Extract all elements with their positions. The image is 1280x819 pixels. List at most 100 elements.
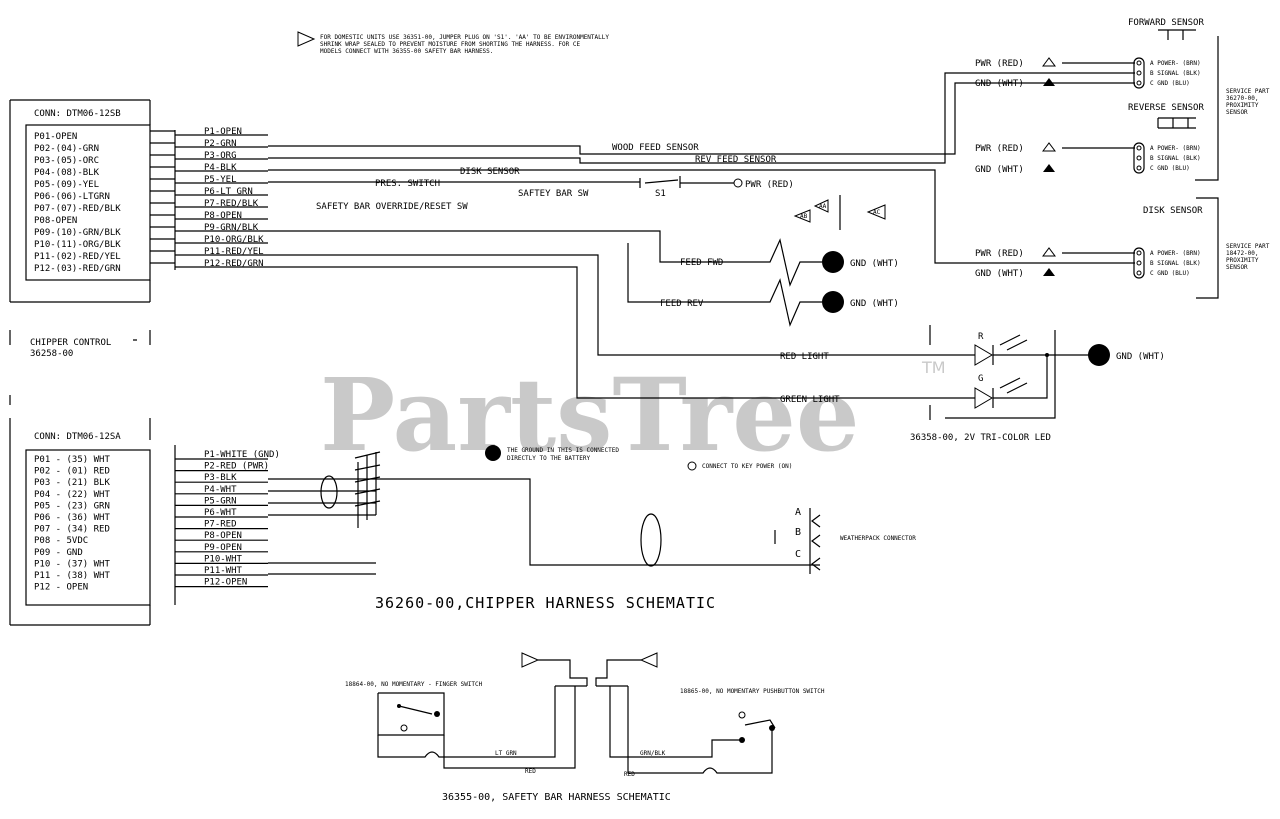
reverse-gnd-label: GND (WHT) — [975, 165, 1024, 175]
pin-b-label: B — [795, 527, 801, 538]
ground-note-2: DIRECTLY TO THE BATTERY — [507, 455, 590, 462]
rev-feed-sensor-label: REV FEED SENSOR — [695, 155, 777, 165]
connector-2-pin: P09 - GND — [34, 548, 83, 558]
connector-1-wire-label: P2-GRN — [204, 139, 237, 149]
connector-2-wire-label: P2-RED (PWR) — [204, 462, 269, 472]
disk-sensor-wire-label: DISK SENSOR — [460, 167, 520, 177]
service-part-top: SERVICE PART 36270-00, PROXIMITY SENSOR — [1226, 88, 1270, 116]
note-line-2: SHRINK WRAP SEALED TO PREVENT MOISTURE F… — [320, 41, 580, 48]
chipper-controller: CHIPPER CONTROL 36258-00 — [9, 330, 151, 405]
power-terminal-icon — [733, 178, 743, 188]
safety-harness-title: 36355-00, SAFETY BAR HARNESS SCHEMATIC — [442, 792, 671, 803]
right-switch-label: 18865-00, NO MOMENTARY PUSHBUTTON SWITCH — [680, 688, 825, 695]
connector-1-pin: P06-(06)-LTGRN — [34, 192, 110, 202]
connector-1-pin: P05-(09)-YEL — [34, 180, 99, 190]
connector-1-wire-label: P6-LT GRN — [204, 187, 253, 197]
reverse-sensor: REVERSE SENSOR PWR (RED) GND (WHT) A POW… — [975, 103, 1204, 175]
gnd-fwd-label: GND (WHT) — [850, 259, 899, 269]
connector-2-wire-label: P1-WHITE (GND) — [204, 450, 280, 460]
connector-2-wire-label: P3-BLK — [204, 473, 237, 483]
connector-1-pin: P01-OPEN — [34, 132, 77, 142]
forward-pin-c: C GND (BLU) — [1150, 80, 1190, 87]
jumper-ab: AB — [800, 213, 808, 220]
switch-s1 — [639, 176, 735, 188]
wire-wood-feed-sensor — [268, 82, 1135, 155]
left-switch-label: 18864-00, NO MOMENTARY - FINGER SWITCH — [345, 681, 483, 688]
pwr-red-label: PWR (RED) — [745, 180, 794, 190]
connector-1-pin: P10-(11)-ORG/BLK — [34, 240, 121, 250]
reverse-sensor-title: REVERSE SENSOR — [1128, 103, 1204, 113]
gnd-rev-label: GND (WHT) — [850, 299, 899, 309]
feed-fwd-label: FEED FWD — [680, 258, 723, 268]
connector-1-title: CONN: DTM06-12SB — [34, 109, 121, 119]
connector-2-pin: P11 - (38) WHT — [34, 571, 110, 581]
wire-p3-to-connector — [268, 478, 820, 566]
connector-2-wire-label: P4-WHT — [204, 485, 237, 495]
disk-pwr-label: PWR (RED) — [975, 249, 1024, 259]
reverse-pwr-label: PWR (RED) — [975, 144, 1024, 154]
forward-pin-b: B SIGNAL (BLK) — [1150, 70, 1201, 77]
connector-1-wire-label: P5-YEL — [204, 175, 237, 185]
forward-sensor-title: FORWARD SENSOR — [1128, 18, 1204, 28]
connector-2-wire-label: P7-RED — [204, 520, 237, 530]
connector-1-pin: P09-(10)-GRN/BLK — [34, 228, 121, 238]
connector-1-wire-label: P3-ORG — [204, 151, 237, 161]
connector-1-wire-label: P9-GRN/BLK — [204, 223, 259, 233]
connector-2-wire-label: P6-WHT — [204, 508, 237, 518]
watermark-trademark: TM — [921, 358, 946, 377]
forward-pin-a: A POWER- (BRN) — [1150, 60, 1201, 67]
connector-2-pin: P02 - (01) RED — [34, 467, 110, 477]
connector-dtm06-12sb: CONN: DTM06-12SB P01-OPENP02-(04)-GRNP03… — [9, 99, 268, 303]
wire-red-left-label: RED — [525, 768, 536, 775]
wire-red-light — [268, 254, 975, 356]
power-note: CONNECT TO KEY POWER (ON) — [702, 463, 792, 470]
lower-harness: THE GROUND IN THIS IS CONNECTED DIRECTLY… — [268, 445, 820, 575]
connector-2-pin: P05 - (23) GRN — [34, 501, 110, 511]
tri-color-led: R G GND (WHT) 36358-00, 2V TRI-COLOR LED — [910, 325, 1165, 443]
connector-2-pin: P03 - (21) BLK — [34, 478, 110, 488]
connector-1-pin: P07-(07)-RED/BLK — [34, 204, 121, 214]
led-part-label: 36358-00, 2V TRI-COLOR LED — [910, 433, 1051, 443]
service-part-disk: SERVICE PART 18472-00, PROXIMITY SENSOR — [1226, 243, 1270, 271]
wood-feed-sensor-label: WOOD FEED SENSOR — [612, 143, 699, 153]
solenoid-rev — [735, 278, 822, 327]
service-part-disk-2: 18472-00, — [1226, 250, 1259, 257]
connector-2-pin: P06 - (36) WHT — [34, 513, 110, 523]
weatherpack-connector: A B C WEATHERPACK CONNECTOR — [774, 507, 916, 574]
connector-2-pin: P04 - (22) WHT — [34, 490, 110, 500]
connector-1-wire-label: P12-RED/GRN — [204, 259, 264, 269]
s1-label: S1 — [655, 189, 666, 199]
connector-1-wire-label: P4-BLK — [204, 163, 237, 173]
ground-note-1: THE GROUND IN THIS IS CONNECTED — [507, 447, 619, 454]
connector-1-pin: P04-(08)-BLK — [34, 168, 100, 178]
disk-pin-b: B SIGNAL (BLK) — [1150, 260, 1201, 267]
wire-feed-rev — [627, 243, 735, 303]
connector-1-pin: P08-OPEN — [34, 216, 77, 226]
jumper-aa: AA — [819, 203, 827, 210]
service-part-top-3: PROXIMITY — [1226, 102, 1259, 109]
key-power-icon — [687, 461, 697, 471]
note-line-3: MODELS CONNECT WITH 36355-00 SAFETY BAR … — [320, 48, 493, 55]
note-arrow-icon — [297, 31, 316, 47]
connector-2-wire-label: P5-GRN — [204, 496, 237, 506]
reverse-pin-a: A POWER- (BRN) — [1150, 145, 1201, 152]
service-part-disk-3: PROXIMITY — [1226, 257, 1259, 264]
top-note: FOR DOMESTIC UNITS USE 36351-00, JUMPER … — [297, 31, 609, 55]
saftey-bar-sw-label: SAFTEY BAR SW — [518, 189, 589, 199]
controller-label: CHIPPER CONTROL — [30, 338, 111, 348]
wire-feed-fwd — [268, 230, 735, 263]
connector-2-wire-label: P12-OPEN — [204, 578, 247, 588]
connector-2-wires: P1-WHITE (GND) P2-RED (PWR)P3-BLK P4-WHTP5… — [174, 445, 280, 605]
service-part-top-1: SERVICE PART — [1226, 88, 1270, 95]
ground-rev-icon — [822, 291, 844, 313]
reverse-pin-c: C GND (BLU) — [1150, 165, 1190, 172]
ground-led-icon — [1088, 344, 1110, 366]
connector-note: WEATHERPACK CONNECTOR — [840, 535, 916, 542]
led-red-icon — [974, 344, 993, 366]
connector-1-pin: P12-(03)-RED/GRN — [34, 264, 121, 274]
reverse-pin-b: B SIGNAL (BLK) — [1150, 155, 1201, 162]
override-label: SAFETY BAR OVERRIDE/RESET SW — [316, 202, 468, 212]
